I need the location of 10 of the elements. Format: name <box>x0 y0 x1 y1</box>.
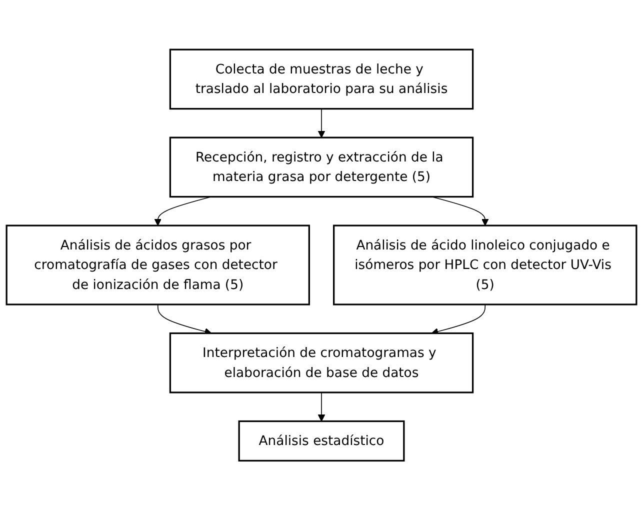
node-box: Recepción, registro y extracción de la materia grasa por detergente (5) <box>169 136 474 198</box>
node-box: Análisis estadístico <box>238 420 405 462</box>
arrow <box>157 304 212 335</box>
node-box: Colecta de muestras de leche y traslado al laboratorio para su análisis <box>169 48 474 110</box>
node-box: Interpretación de cromatogramas y elaboración de base de datos <box>169 332 474 394</box>
arrow <box>318 392 326 422</box>
node-box: Análisis de ácidos grasos por cromatografía de gases con detector de ionización de flama (5) <box>6 224 310 306</box>
node-box: Análisis de ácido linoleico conjugado e isómeros por HPLC con detector UV-Vis (5) <box>333 224 638 306</box>
arrow <box>318 108 326 138</box>
arrow <box>431 304 486 335</box>
